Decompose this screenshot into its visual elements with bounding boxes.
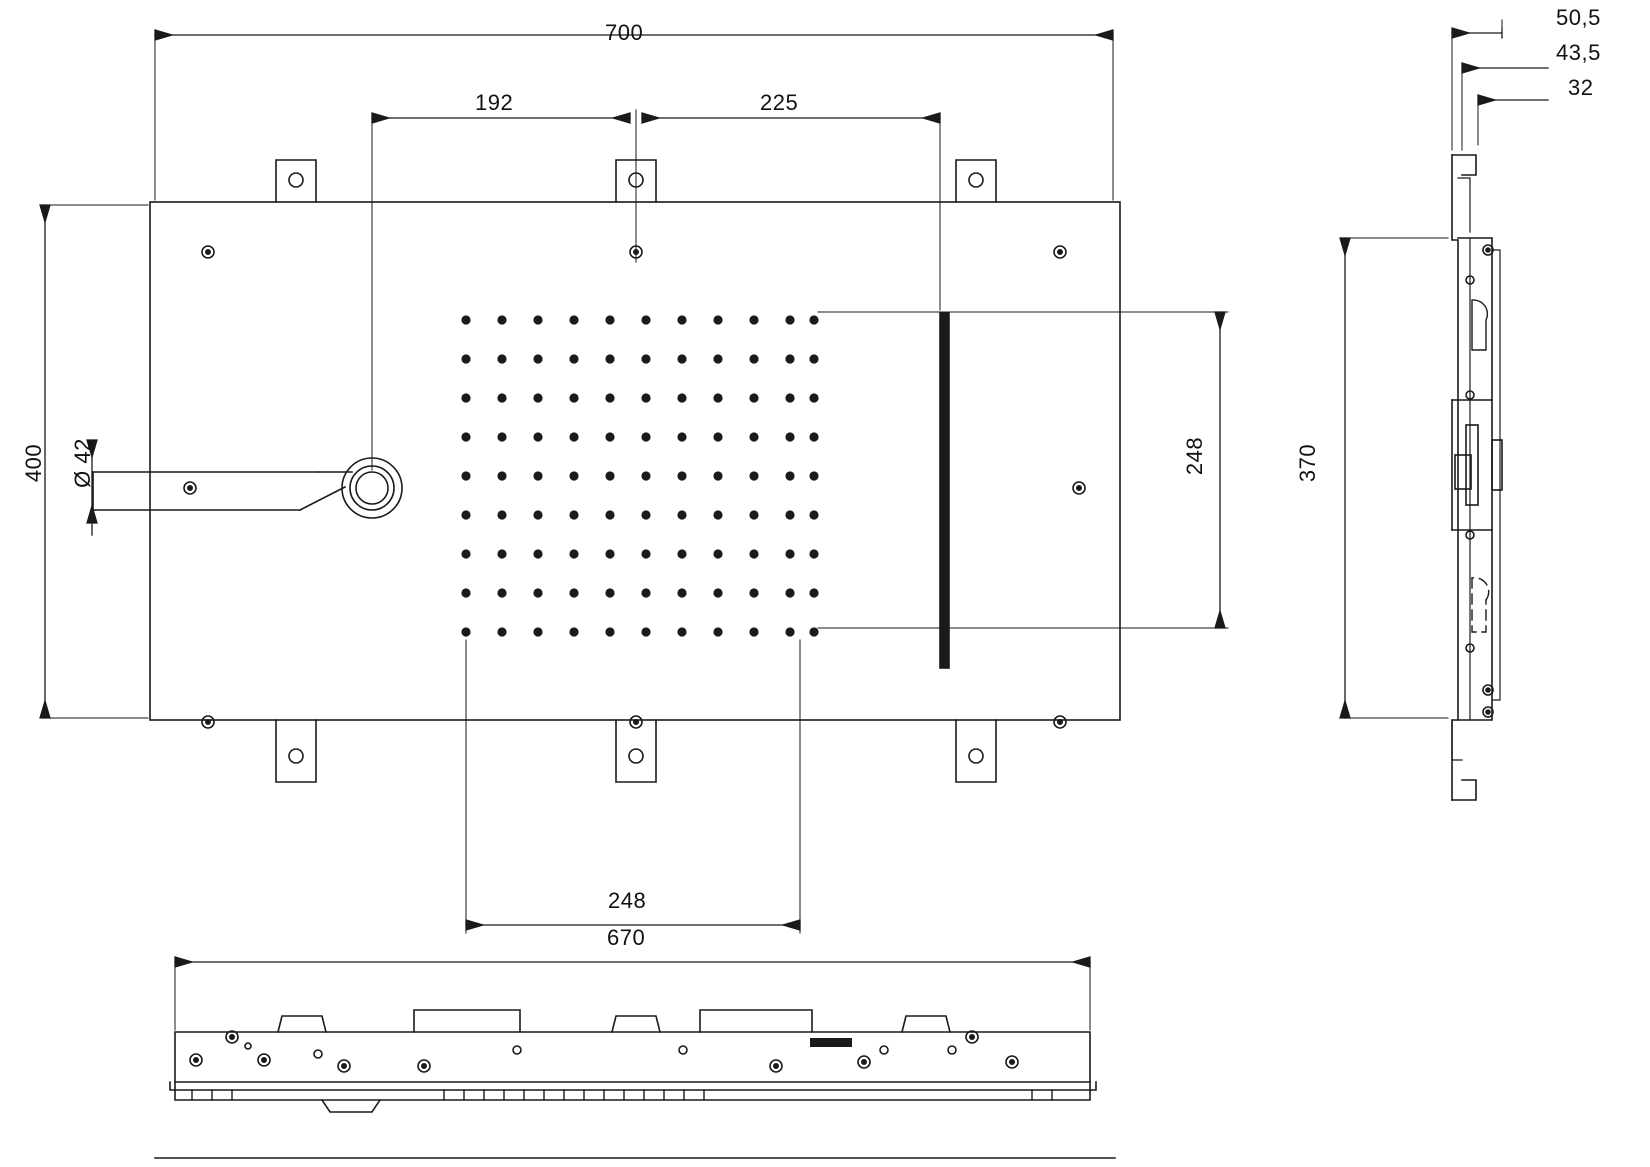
side-view-geometry	[1339, 19, 1549, 801]
dim-diameter-42-label: Ø 42	[70, 438, 95, 488]
dim-700-label: 700	[605, 20, 644, 45]
dim-400-label: 400	[21, 443, 46, 483]
spray-nozzle-field	[461, 315, 819, 637]
dim-32-label: 32	[1568, 75, 1594, 100]
dim-435-label: 43,5	[1556, 40, 1601, 65]
dim-505-label: 50,5	[1556, 5, 1601, 30]
top-view-dimensions	[39, 29, 1229, 934]
front-view-geometry	[154, 956, 1116, 1159]
top-view-geometry	[92, 159, 1121, 783]
dim-248-horizontal-label: 248	[608, 888, 647, 913]
dim-248-vertical-label: 248	[1182, 436, 1207, 476]
dim-192-label: 192	[475, 90, 514, 115]
dim-225-label: 225	[760, 90, 799, 115]
dim-370-label: 370	[1295, 443, 1320, 483]
dim-670-label: 670	[607, 925, 646, 950]
